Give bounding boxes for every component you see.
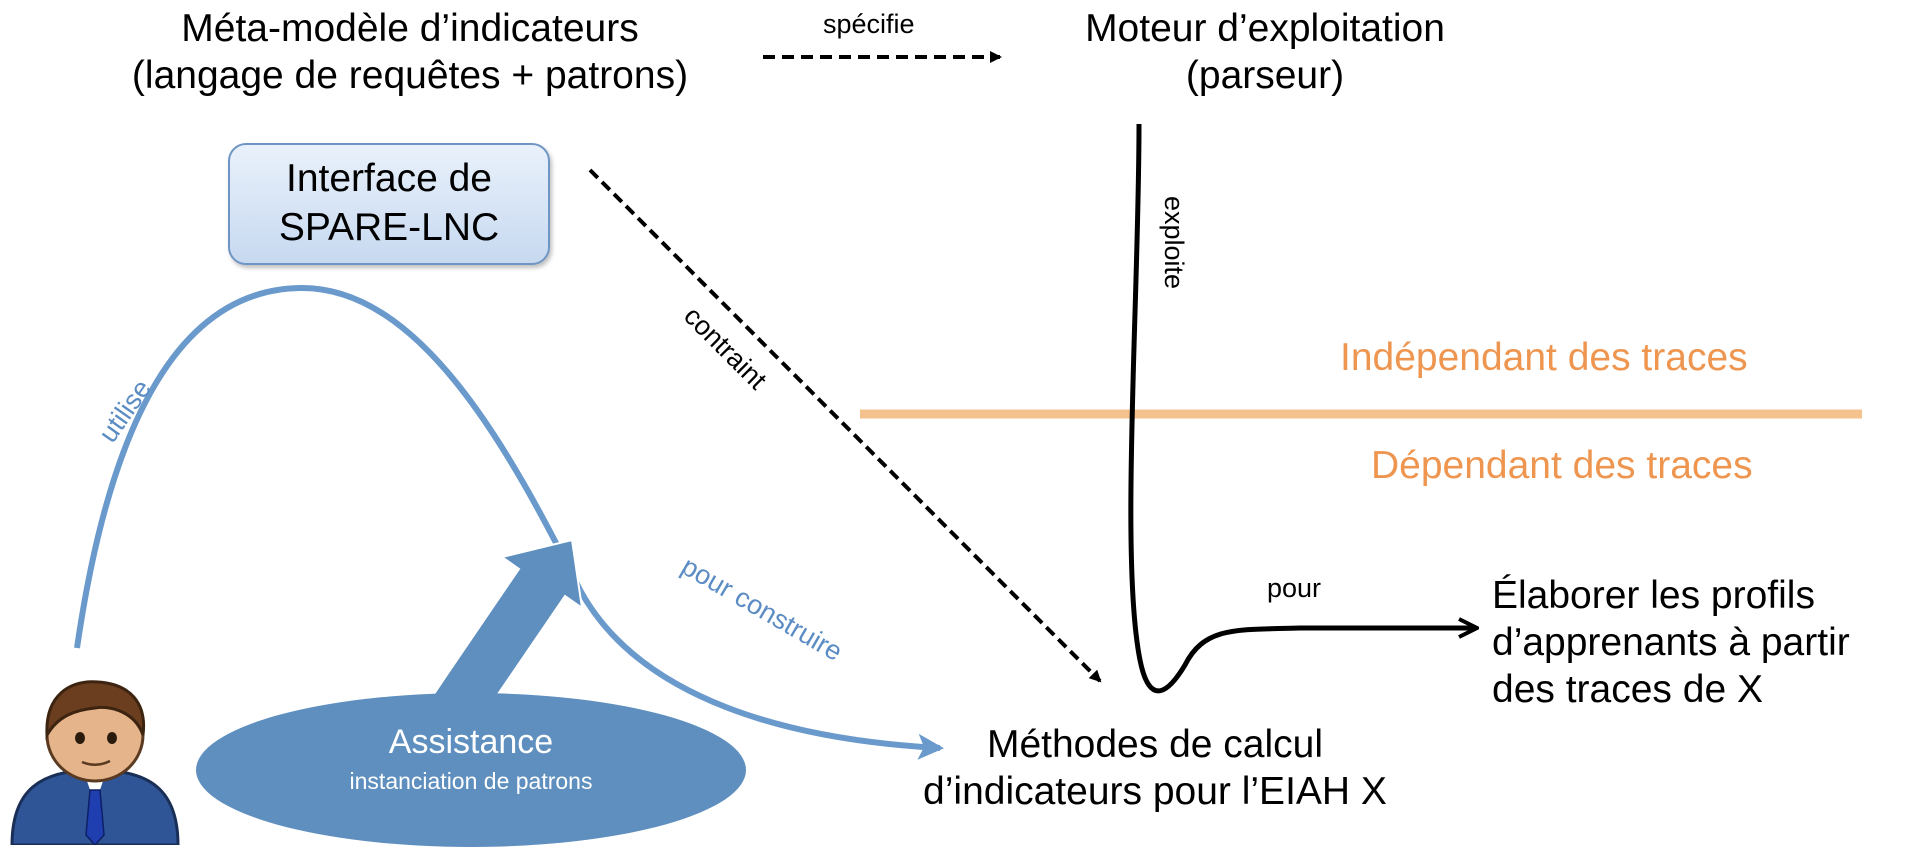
engine-subtitle: (parseur)	[1185, 53, 1345, 97]
assistance-title: Assistance	[388, 723, 554, 761]
profiles-line1: Élaborer les profils	[1492, 574, 1815, 617]
independent-zone-label: Indépendant des traces	[1340, 336, 1748, 379]
utilise-construire-curve	[74, 284, 944, 760]
specifie-label: spécifie	[823, 9, 915, 39]
assistance-arrow-icon	[426, 538, 584, 704]
methods-node: Méthodes de calcul d’indicateurs pour l’…	[905, 722, 1405, 816]
exploite-label: exploite	[1159, 196, 1189, 290]
spare-lnc-interface-box: Interface de SPARE-LNC	[228, 143, 550, 265]
meta-model-title: Méta-modèle d’indicateurs	[181, 7, 639, 50]
exploite-pour-curve	[1128, 123, 1475, 694]
engine-title: Moteur d’exploitation	[1085, 7, 1445, 50]
profiles-line3: des traces de X	[1492, 667, 1763, 711]
engine-node: Moteur d’exploitation (parseur)	[1030, 6, 1500, 100]
methods-line1: Méthodes de calcul	[986, 723, 1324, 766]
profiles-line2: d’apprenants à partir	[1492, 620, 1850, 664]
assistance-ellipse: Assistance instanciation de patrons	[196, 693, 746, 847]
interface-line2: SPARE-LNC	[278, 206, 500, 249]
user-avatar-icon	[10, 680, 180, 845]
contraint-arrow	[588, 168, 1102, 683]
interface-line1: Interface de	[286, 157, 492, 201]
meta-model-subtitle: (langage de requêtes + patrons)	[131, 53, 689, 97]
dependent-zone-label: Dépendant des traces	[1371, 444, 1753, 487]
profiles-node: Élaborer les profils d’apprenants à part…	[1492, 573, 1850, 713]
methods-line2: d’indicateurs pour l’EIAH X	[923, 769, 1387, 813]
meta-model-node: Méta-modèle d’indicateurs (langage de re…	[95, 6, 725, 100]
assistance-subtitle: instanciation de patrons	[349, 768, 593, 794]
pour-label: pour	[1267, 573, 1322, 603]
